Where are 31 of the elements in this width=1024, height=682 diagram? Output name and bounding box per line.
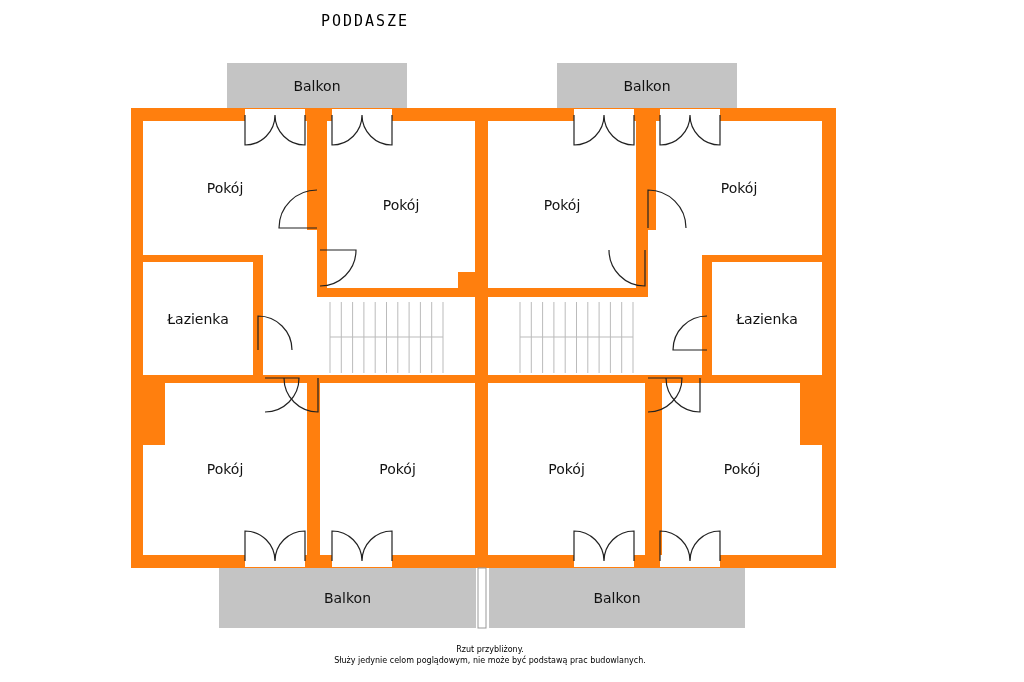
balcony-area — [219, 568, 476, 628]
room-area — [488, 121, 636, 288]
balcony-area — [489, 568, 745, 628]
room-area — [656, 121, 822, 255]
balcony-label: Balkon — [323, 590, 372, 606]
room-area — [143, 383, 307, 555]
room-area — [143, 262, 253, 375]
room-area — [662, 383, 822, 555]
balcony-label: Balkon — [623, 77, 671, 94]
room-area — [143, 121, 307, 255]
room-area — [712, 262, 822, 375]
footnote-text: Rzut przybliżony. — [455, 645, 525, 654]
room-label: Pokój — [379, 461, 416, 477]
room-label: Pokój — [382, 196, 420, 213]
room-area — [488, 383, 645, 555]
room-area — [320, 383, 475, 555]
balcony-area — [227, 63, 407, 108]
room-area — [327, 121, 475, 288]
balcony-area — [557, 63, 737, 108]
room-label: Łazienka — [736, 310, 798, 327]
room-label: Pokój — [723, 461, 761, 477]
room-label: Pokój — [720, 180, 758, 196]
footnote-text: Służy jedynie celom poglądowym, nie może być podstawą prac budowlanych. — [333, 656, 647, 665]
plan-title: PODDASZE — [319, 12, 411, 30]
room-label: Pokój — [206, 180, 244, 196]
room-label: Pokój — [543, 196, 581, 213]
room-label: Pokój — [548, 461, 585, 477]
room-label: Łazienka — [167, 310, 229, 327]
balcony-label: Balkon — [293, 77, 341, 94]
balcony-label: Balkon — [593, 590, 641, 606]
room-label: Pokój — [206, 461, 244, 477]
